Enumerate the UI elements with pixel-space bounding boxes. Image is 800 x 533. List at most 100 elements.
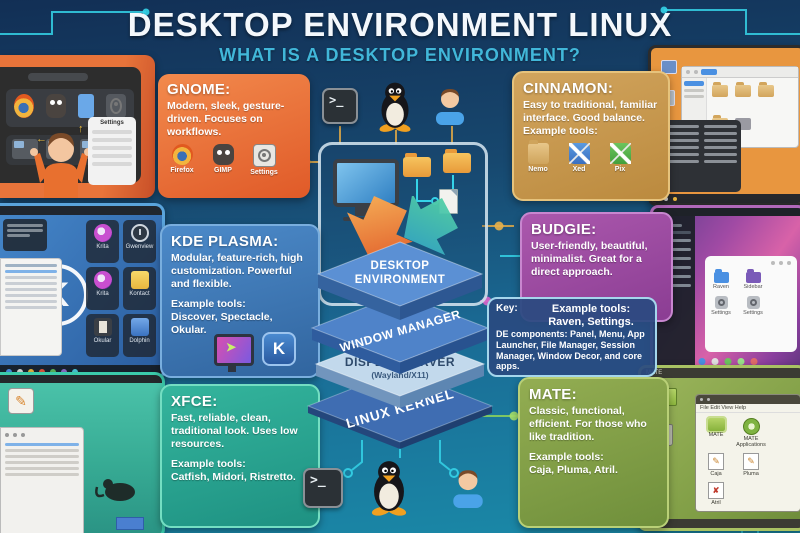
flow-arrows — [346, 196, 458, 256]
layer-label-desktop: DESKTOP — [371, 260, 430, 272]
folder-icon — [758, 82, 774, 97]
folder-icon — [403, 153, 431, 177]
kde-k-icon: K — [262, 332, 296, 366]
budgie-window: Raven Sidebar Settings Settings — [705, 256, 797, 352]
app-tile-kontact: Kontact — [123, 267, 156, 310]
window-button — [13, 433, 17, 437]
tool-nemo: Nemo — [523, 140, 553, 173]
tool-label: Firefox — [170, 167, 194, 175]
tile-label: Okular — [93, 338, 112, 344]
tile-label: Gwenview — [125, 244, 154, 250]
folder-icon — [712, 82, 728, 97]
terminal-icon: >_ — [322, 88, 358, 124]
gnome-card-title: GNOME: — [167, 81, 231, 98]
layer-label-environment: ENVIRONMENT — [355, 274, 445, 286]
window-toolbar — [682, 67, 798, 78]
key-box: Key: Example tools: Raven, Settings. DE … — [487, 297, 657, 377]
xfce-mouse-logo — [95, 479, 135, 501]
window-button — [21, 433, 25, 437]
key-components-label: DE components: — [496, 329, 568, 340]
sidebar-search — [657, 231, 691, 234]
toolbar-button — [694, 70, 698, 74]
item-label: MATE Applications — [736, 436, 766, 449]
page-subtitle: WHAT IS A DESKTOP ENVIRONMENT? — [219, 45, 581, 65]
key-tools-line1: Example tools: — [551, 303, 631, 315]
taskbar-icon — [50, 368, 56, 375]
budgie-card-description: User-friendly, beautiful, minimalist. Gr… — [531, 240, 648, 278]
app-tile-okular: Okular — [86, 314, 119, 357]
okular-icon — [93, 318, 112, 336]
gear-icon — [714, 296, 728, 309]
item-label: Settings — [711, 310, 731, 316]
window-menubar: File Edit View Help — [696, 404, 800, 413]
taskbar-icon — [61, 368, 67, 375]
item-pluma: ✎ Pluma — [738, 453, 764, 477]
gnome-card-description: Modern, sleek, gesture-driven. Focuses o… — [167, 100, 285, 138]
tool-xed: Xed — [564, 143, 594, 173]
widget-line — [7, 224, 43, 227]
mate-top-panel: MATE — [641, 368, 800, 378]
taskbar-icon — [72, 368, 78, 375]
monitor-stand — [343, 217, 383, 221]
taskbar-item — [664, 196, 668, 201]
xfce-card: XFCE: Fast, reliable, clean, traditional… — [160, 384, 320, 528]
xfce-tools-text: Catfish, Midori, Ristretto. — [171, 471, 296, 484]
list-item — [5, 282, 57, 285]
maximize-button — [779, 261, 783, 265]
item-raven: Raven — [710, 269, 732, 290]
xfce-file-manager-window — [0, 427, 84, 533]
widget-line — [7, 234, 30, 237]
list-item — [5, 473, 79, 476]
gear-icon — [106, 94, 126, 118]
menu-item — [659, 152, 737, 156]
user-icon — [453, 470, 483, 508]
app-tile-dolphin: Dolphin — [123, 314, 156, 357]
krita-icon — [93, 224, 112, 242]
xfce-card-description: Fast, reliable, clean, traditional look.… — [171, 412, 298, 450]
item-settings2: Settings — [742, 296, 764, 316]
cinnamon-card-title: CINNAMON: — [523, 80, 614, 97]
app-tile-krita2: Krita — [86, 267, 119, 310]
sidebar-item — [684, 89, 704, 92]
mate-window-icons: MATE MATE Applications ✎ Caja ✎ Pluma ✘ … — [696, 413, 800, 511]
window-header — [5, 264, 57, 267]
gimp-icon — [212, 144, 234, 166]
item-label: Atril — [711, 500, 721, 507]
settings-icon — [252, 144, 276, 168]
tux-penguin-icon — [371, 461, 407, 516]
key-tools-line2: Raven, Settings. — [548, 315, 634, 328]
pencil-launcher-icon: ✎ — [8, 388, 34, 414]
folder-icon — [735, 82, 751, 97]
kde-file-window — [0, 258, 62, 356]
terminal-icon: >_ — [303, 468, 343, 508]
list-item — [5, 461, 79, 464]
mate-card-description: Classic, functional, efficient. For thos… — [529, 405, 647, 443]
folder-icon — [443, 149, 471, 173]
key-label: Key: — [496, 303, 518, 314]
spectacle-monitor-icon: ➤ — [214, 334, 254, 372]
window-controls — [710, 259, 792, 267]
list-item — [5, 449, 79, 452]
menu-item — [659, 124, 737, 128]
list-item — [5, 288, 57, 291]
taskbar-item — [673, 196, 677, 201]
pencil-icon: ✎ — [743, 453, 759, 471]
widget-line — [7, 229, 43, 232]
kontact-icon — [130, 271, 149, 289]
tile-label: Dolphin — [129, 338, 150, 344]
xfce-top-panel — [0, 375, 162, 383]
tool-label: GIMP — [214, 167, 232, 175]
tool-pix: Pix — [605, 143, 635, 173]
budgie-card-title: BUDGIE: — [531, 221, 597, 238]
kde-plasma-screenshot: K Krita Gwenview Krita — [0, 203, 165, 381]
minimize-button — [771, 261, 775, 265]
window-titlebar — [696, 395, 800, 404]
dock-icon — [698, 358, 706, 365]
mate-tools-label: Example tools: — [529, 451, 604, 464]
tool-settings: Settings — [249, 144, 279, 176]
layer-sublabel-display-server: (Wayland/X11) — [371, 370, 428, 380]
item-label: Pluma — [743, 471, 759, 478]
kde-card-icons: ➤ K — [214, 332, 296, 372]
budgie-dock — [698, 358, 758, 365]
